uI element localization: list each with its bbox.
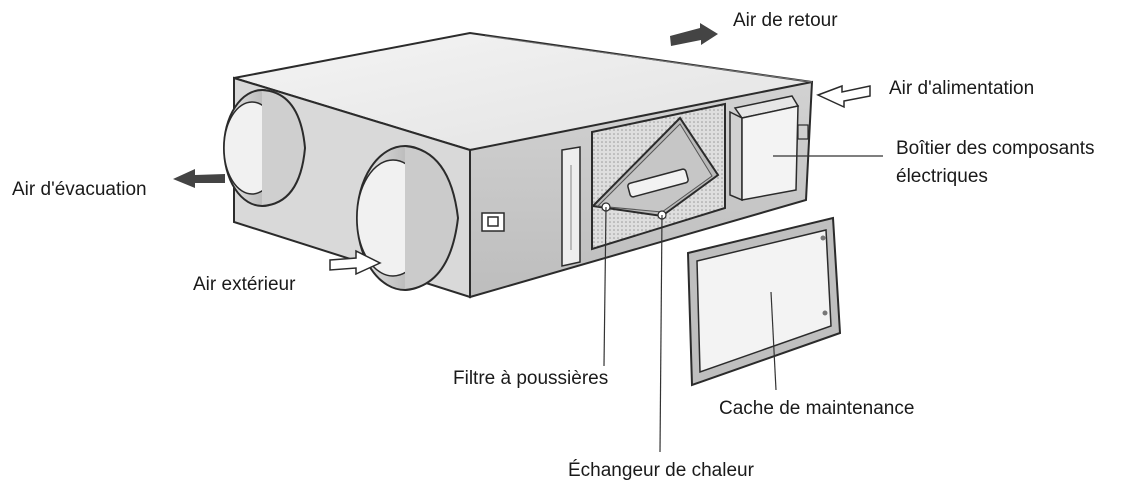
label-dust-filter: Filtre à poussières [453,368,608,389]
exhaust-duct [224,90,305,206]
exhaust-air-arrow-icon [173,169,225,188]
side-handle-icon [482,213,504,231]
label-return-air: Air de retour [733,10,838,31]
label-electrical-box-line2: électriques [896,166,988,187]
outdoor-duct [357,146,458,290]
maintenance-cover-panel [688,218,840,385]
front-latch [562,147,580,266]
label-electrical-box-line1: Boîtier des composants [896,138,1095,159]
label-heat-exchanger: Échangeur de chaleur [568,460,755,481]
label-supply-air: Air d'alimentation [889,78,1034,99]
electrical-box [730,96,808,200]
label-exhaust-air: Air d'évacuation [12,179,147,200]
label-maintenance-cover: Cache de maintenance [719,398,914,419]
heat-exchanger-leader [660,215,662,452]
label-outdoor-air: Air extérieur [193,274,296,295]
supply-air-arrow-icon [818,86,870,107]
return-air-arrow-icon [670,23,718,46]
